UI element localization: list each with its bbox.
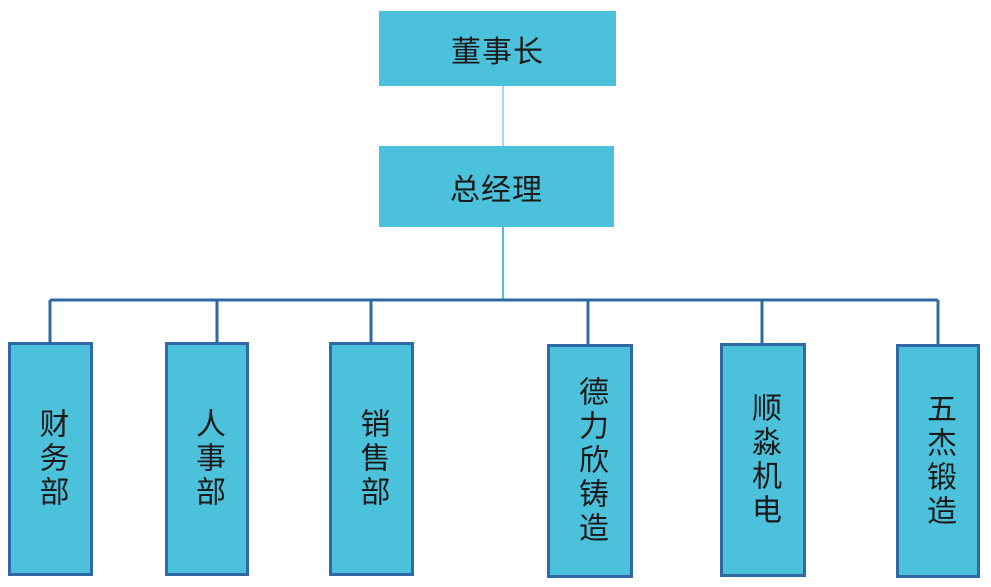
dept-box-hr: 人事部 xyxy=(165,342,249,576)
chairman-box: 董事长 xyxy=(379,11,616,86)
general-manager-label: 总经理 xyxy=(450,172,543,208)
dept-box-sales: 销售部 xyxy=(329,342,414,576)
general-manager-box: 总经理 xyxy=(379,146,614,227)
dept-label-wujie-forging: 五杰锻造 xyxy=(921,393,956,529)
dept-label-delixin-casting: 德力欣铸造 xyxy=(573,376,608,546)
dept-box-shunmiao-electromechanical: 顺淼机电 xyxy=(720,343,806,577)
dept-box-finance: 财务部 xyxy=(8,342,93,576)
chairman-label: 董事长 xyxy=(451,34,544,70)
dept-label-finance: 财务部 xyxy=(33,408,69,510)
dept-box-delixin-casting: 德力欣铸造 xyxy=(547,344,633,578)
dept-label-shunmiao-electromechanical: 顺淼机电 xyxy=(746,392,781,528)
dept-label-hr: 人事部 xyxy=(190,408,225,510)
dept-box-wujie-forging: 五杰锻造 xyxy=(896,344,980,578)
dept-label-sales: 销售部 xyxy=(354,408,390,510)
